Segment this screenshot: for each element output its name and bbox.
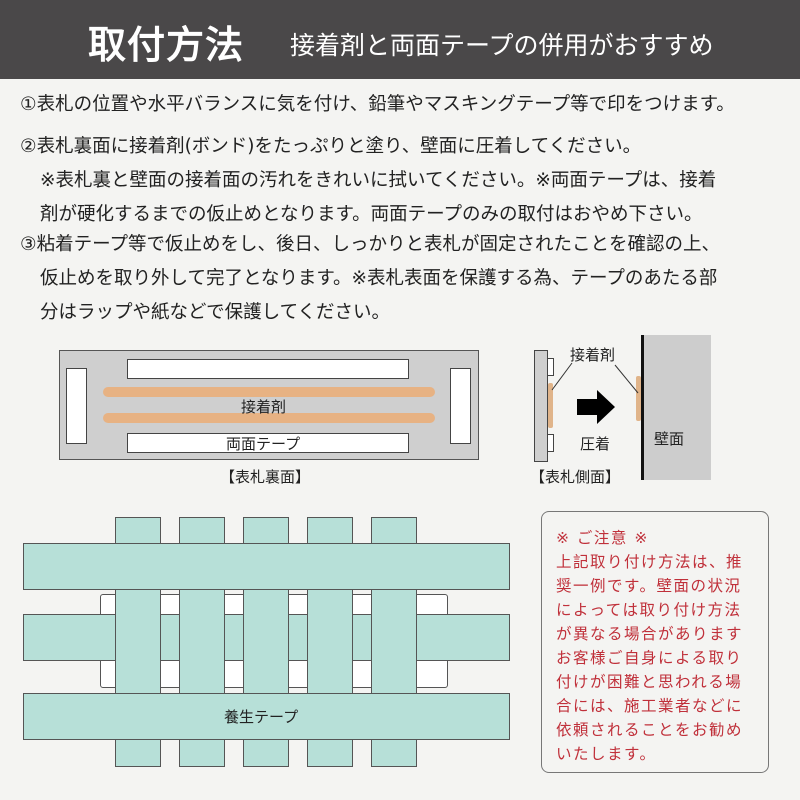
step-3-line: ③粘着テープ等で仮止めをし、後日、しっかりと表札が固定されたことを確認の上、 [20,234,720,255]
side-board [534,350,548,462]
notice-title: ※ ご注意 ※ [556,529,649,547]
page-subtitle: 接着剤と両面テープの併用がおすすめ [290,31,714,60]
side-glue-label: 接着剤 [570,346,616,364]
notice-line: 付けが困難と思われる場 [556,673,743,691]
notice-line: いたします。 [556,745,657,763]
wall-label: 壁面 [654,430,685,448]
side-tape-bottom [547,434,554,452]
step-2: ②表札裏面に接着剤(ボンド)をたっぷりと塗り、壁面に圧着してください。 ※表札裏… [20,130,716,232]
side-diagram-caption: 【表札側面】 [530,468,621,486]
tape-pad-bottom [127,433,409,453]
tape-horizontal-top [23,543,510,590]
notice-line: 奨一例です。壁面の状況 [556,577,742,595]
wall: 壁面 [641,335,711,480]
press-label: 圧着 [580,435,611,453]
step-3-line: 仮止めを取り外して完了となります。※表札表面を保護する為、テープのあたる部 [40,268,718,289]
glue-label: 接着剤 [241,398,287,416]
back-diagram-caption: 【表札裏面】 [220,468,311,486]
notice-box: ※ ご注意 ※ 上記取り付け方法は、推 奨一例です。壁面の状況 によっては取り付… [541,511,769,773]
side-glue [548,383,553,428]
nameplate-back-diagram: 接着剤 両面テープ [59,350,479,460]
glue-line-top [103,387,435,397]
step-2-line: ②表札裏面に接着剤(ボンド)をたっぷりと塗り、壁面に圧着してください。 [20,136,642,157]
step-2-line: ※表札裏と壁面の接着面の汚れをきれいに拭いてください。※両面テープは、接着 [40,170,717,191]
glue-line-bottom [103,413,435,423]
tape-pad-right [450,368,471,444]
arrow-right-icon [577,390,615,424]
step-3: ③粘着テープ等で仮止めをし、後日、しっかりと表札が固定されたことを確認の上、 仮… [20,228,720,330]
tape-pad-top [127,359,409,379]
step-3-line: 分はラップや紙などで保護してください。 [40,302,391,323]
tape-horizontal-bottom: 養生テープ [23,693,510,740]
notice-line: が異なる場合があります [556,625,744,643]
step-2-line: 剤が硬化するまでの仮止めとなります。両面テープのみの取付はおやめ下さい。 [40,204,703,225]
step-1-line: ①表札の位置や水平バランスに気を付け、鉛筆やマスキングテープ等で印をつけます。 [20,94,735,115]
notice-line: によっては取り付け方法 [556,601,742,619]
page-title: 取付方法 [88,23,245,67]
notice-line: 合には、施工業者などに [556,697,744,715]
notice-line: 依頼されることをお勧め [556,721,744,739]
header-banner: 取付方法 接着剤と両面テープの併用がおすすめ [0,0,800,79]
side-tape-top [547,358,554,376]
wall-glue [636,376,641,421]
notice-line: 上記取り付け方法は、推 [556,553,744,571]
tape-pad-left [66,368,87,444]
step-1: ①表札の位置や水平バランスに気を付け、鉛筆やマスキングテープ等で印をつけます。 [20,88,735,122]
tape-label: 養生テープ [224,708,299,726]
notice-line: お客様ご自身による取り [556,649,743,667]
glue-pointer-lines [551,362,639,394]
double-tape-label: 両面テープ [226,435,301,453]
